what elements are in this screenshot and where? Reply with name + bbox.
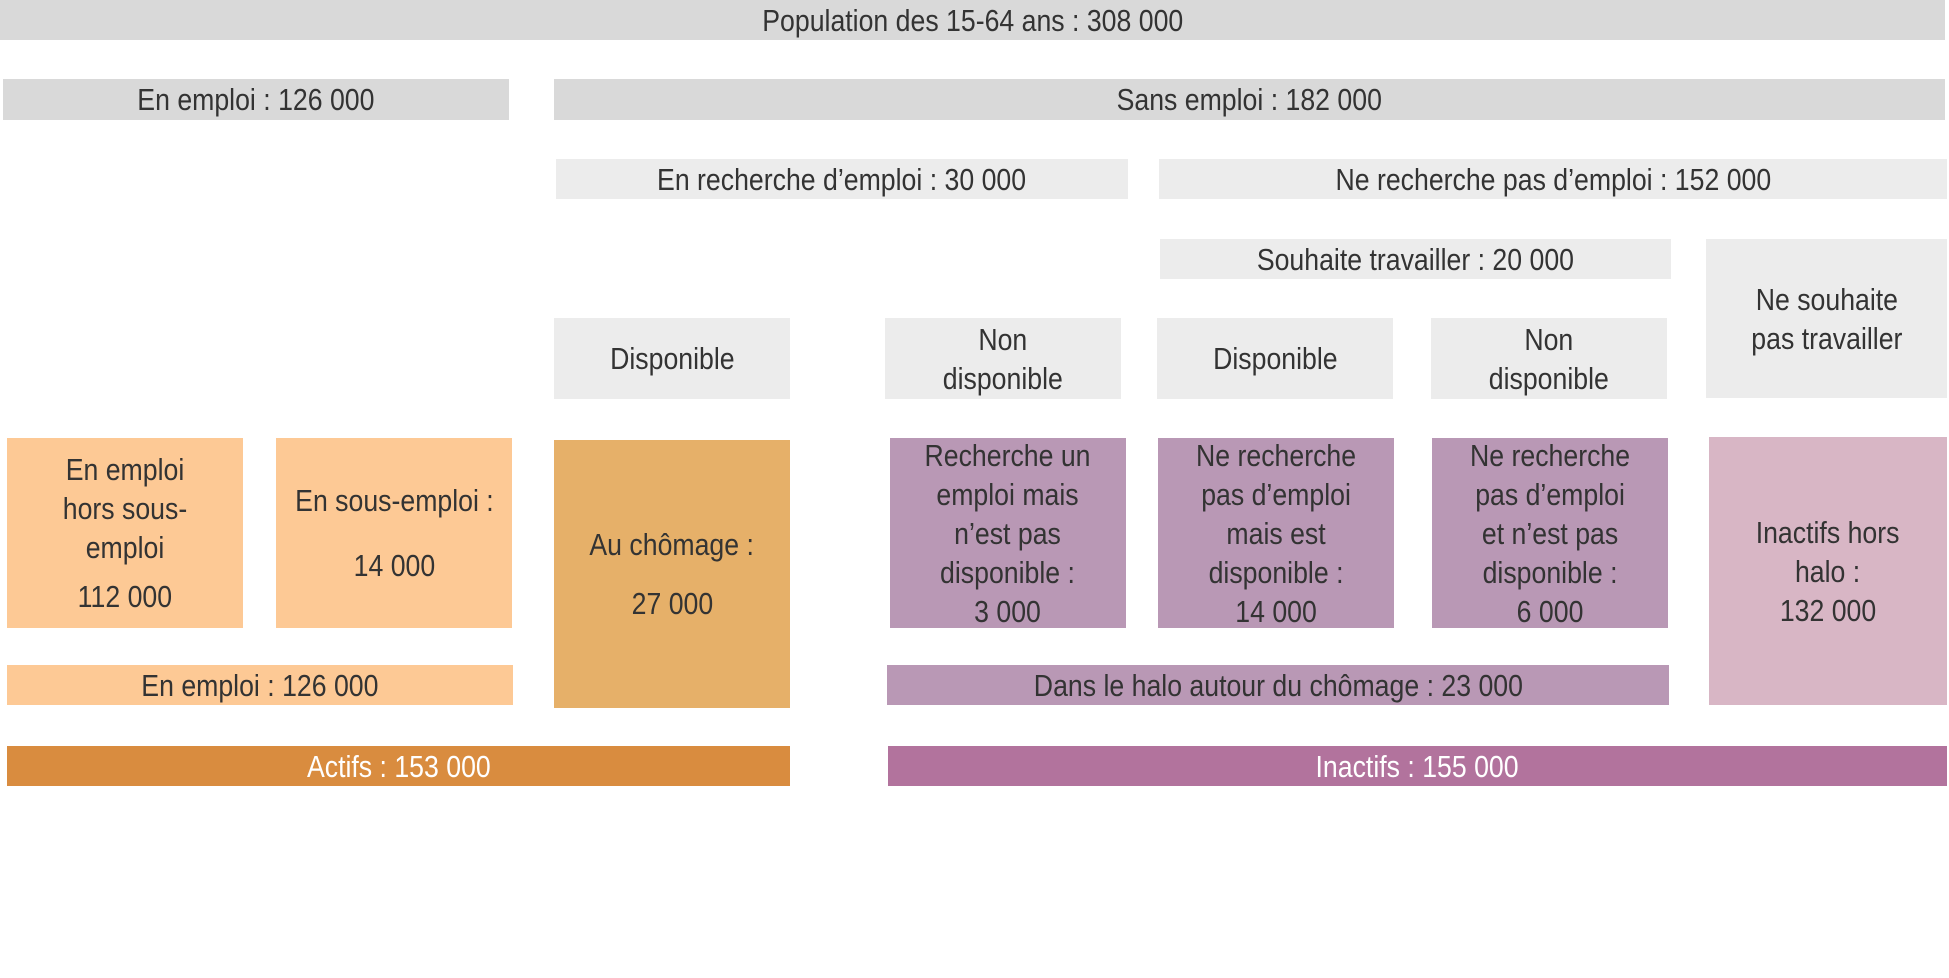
ne-recherche-pas-box: Ne recherche pas d’emploi : 152 000 xyxy=(1159,159,1947,199)
en-recherche-box: En recherche d’emploi : 30 000 xyxy=(556,159,1128,199)
population-label: Population des 15-64 ans : 308 000 xyxy=(762,2,1183,38)
halo-label: Dans le halo autour du chômage : 23 000 xyxy=(1033,667,1523,703)
en-recherche-label: En recherche d’emploi : 30 000 xyxy=(657,161,1027,197)
hors-sous-emploi-label: En emploi hors sous-emploi xyxy=(62,452,188,565)
chomage-label: Au chômage : xyxy=(589,527,755,562)
en-emploi-bottom-label: En emploi : 126 000 xyxy=(141,667,379,703)
disponible-2-box: Disponible xyxy=(1157,318,1393,399)
disponible-2-label: Disponible xyxy=(1212,341,1338,376)
hors-sous-emploi-box: En emploi hors sous-emploi 112 000 xyxy=(7,438,243,628)
en-emploi-top-box: En emploi : 126 000 xyxy=(3,79,509,120)
ne-souhaite-pas-label: Ne souhaite pas travailler xyxy=(1750,281,1903,356)
ne-recherche-non-dispo-box: Ne recherche pas d’emploi et n’est pas d… xyxy=(1432,437,1668,629)
sans-emploi-label: Sans emploi : 182 000 xyxy=(1116,82,1383,117)
ne-recherche-pas-label: Ne recherche pas d’emploi : 152 000 xyxy=(1335,161,1771,197)
inactifs-label: Inactifs : 155 000 xyxy=(1315,748,1520,784)
recherche-non-dispo-box: Recherche un emploi mais n’est pas dispo… xyxy=(890,437,1126,629)
disponible-1-box: Disponible xyxy=(554,318,790,399)
hors-sous-emploi-value: 112 000 xyxy=(77,579,173,614)
sans-emploi-box: Sans emploi : 182 000 xyxy=(554,79,1945,120)
ne-recherche-dispo-label: Ne recherche pas d’emploi mais est dispo… xyxy=(1195,437,1357,629)
non-disponible-2-box: Non disponible xyxy=(1431,318,1667,399)
non-disponible-1-label: Non disponible xyxy=(942,321,1064,396)
non-disponible-1-box: Non disponible xyxy=(885,318,1121,399)
sous-emploi-label: En sous-emploi : xyxy=(294,483,494,518)
halo-box: Dans le halo autour du chômage : 23 000 xyxy=(887,665,1669,705)
population-box: Population des 15-64 ans : 308 000 xyxy=(0,0,1945,40)
sous-emploi-box: En sous-emploi : 14 000 xyxy=(276,438,512,628)
chomage-value: 27 000 xyxy=(631,586,713,621)
disponible-1-label: Disponible xyxy=(609,341,735,376)
sous-emploi-value: 14 000 xyxy=(353,548,435,583)
inactifs-hors-halo-label: Inactifs hors halo : xyxy=(1756,514,1900,589)
inactifs-box: Inactifs : 155 000 xyxy=(888,746,1947,786)
souhaite-travailler-box: Souhaite travailler : 20 000 xyxy=(1160,239,1671,279)
souhaite-travailler-label: Souhaite travailler : 20 000 xyxy=(1256,241,1575,277)
ne-recherche-non-dispo-label: Ne recherche pas d’emploi et n’est pas d… xyxy=(1469,437,1631,629)
en-emploi-bottom-box: En emploi : 126 000 xyxy=(7,665,513,705)
ne-recherche-dispo-box: Ne recherche pas d’emploi mais est dispo… xyxy=(1158,437,1394,629)
non-disponible-2-label: Non disponible xyxy=(1488,321,1610,396)
ne-souhaite-pas-box: Ne souhaite pas travailler xyxy=(1706,239,1947,398)
en-emploi-top-label: En emploi : 126 000 xyxy=(137,82,375,117)
chomage-box: Au chômage : 27 000 xyxy=(554,440,790,708)
recherche-non-dispo-label: Recherche un emploi mais n’est pas dispo… xyxy=(924,437,1091,629)
actifs-label: Actifs : 153 000 xyxy=(306,748,491,784)
inactifs-hors-halo-box: Inactifs hors halo : 132 000 xyxy=(1709,437,1947,705)
inactifs-hors-halo-value: 132 000 xyxy=(1779,592,1877,628)
actifs-box: Actifs : 153 000 xyxy=(7,746,790,786)
